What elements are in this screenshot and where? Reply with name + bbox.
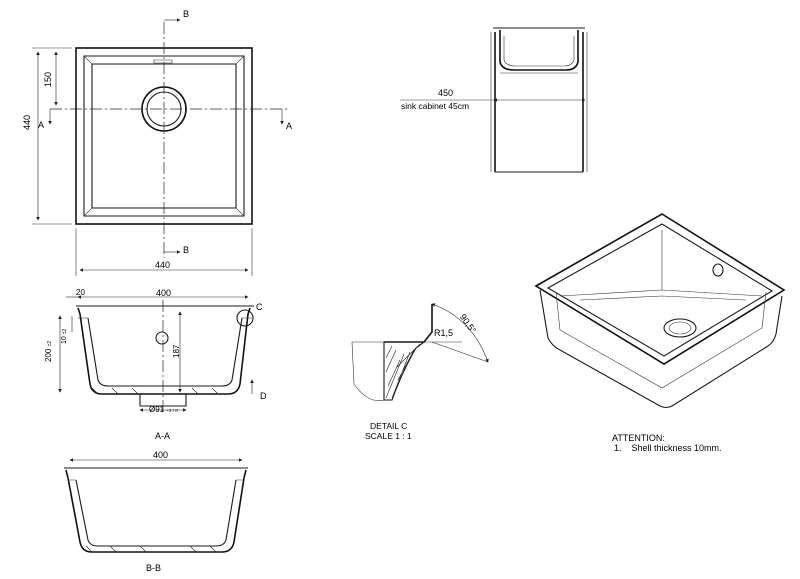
detail-c-callout-label: C bbox=[256, 302, 263, 312]
section-aa-inner-profile bbox=[87, 317, 243, 387]
iso-top-outline bbox=[534, 213, 786, 365]
section-b-label-top: B bbox=[183, 9, 190, 19]
section-aa bbox=[58, 295, 254, 412]
iso-drain-inner bbox=[668, 321, 692, 335]
top-view-corner-lines bbox=[83, 55, 245, 217]
iso-rim-inner bbox=[546, 223, 774, 357]
detail-c bbox=[351, 303, 489, 401]
section-bb-inner-profile bbox=[75, 479, 237, 547]
detail-c-angle-arc bbox=[431, 303, 489, 363]
aa-rim-thickness-text: 10 ±2 bbox=[61, 328, 68, 344]
detail-c-title: DETAIL C bbox=[370, 421, 408, 431]
cabinet-sink-profile bbox=[499, 30, 579, 71]
cabinet-note-text: sink cabinet 45cm bbox=[401, 101, 470, 111]
section-a-label-left: A bbox=[38, 120, 45, 130]
width-dimension-text: 440 bbox=[155, 260, 171, 270]
view-d-label: D bbox=[260, 391, 267, 401]
aa-height-dimension-text: 200 ±2 bbox=[44, 340, 53, 362]
aa-drain-depth-text: 187 bbox=[172, 344, 181, 358]
detail-c-scale: SCALE 1 : 1 bbox=[365, 431, 412, 441]
attention-item-1: 1. Shell thickness 10mm. bbox=[614, 443, 722, 453]
section-aa-outer-profile bbox=[77, 307, 251, 395]
detail-c-angle-text: 90,5° bbox=[457, 312, 479, 336]
attention-heading: ATTENTION: bbox=[612, 433, 665, 443]
detail-c-callout-circle bbox=[236, 309, 254, 327]
iso-overflow-hole bbox=[712, 263, 724, 277]
detail-c-radius-text: R1,5 bbox=[434, 328, 454, 338]
section-bb-outer-profile bbox=[65, 469, 247, 553]
section-aa-title: A-A bbox=[155, 431, 171, 441]
bb-width-dimension-text: 400 bbox=[153, 450, 169, 460]
isometric-view bbox=[534, 213, 786, 409]
top-view bbox=[32, 18, 290, 276]
cabinet-view bbox=[400, 27, 588, 173]
section-bb-title: B-B bbox=[146, 563, 162, 573]
overflow-hole bbox=[155, 331, 169, 345]
height-dimension-text: 440 bbox=[22, 114, 32, 130]
iso-drain-outer bbox=[663, 318, 697, 338]
aa-width-dimension-text: 400 bbox=[156, 288, 172, 298]
section-bb bbox=[64, 458, 248, 553]
cabinet-width-text: 450 bbox=[438, 88, 454, 98]
aa-rim-dimension-text: 20 bbox=[76, 288, 85, 297]
section-b-label-bottom: B bbox=[183, 245, 190, 255]
section-a-label-right: A bbox=[286, 121, 293, 131]
iso-side-profile bbox=[539, 289, 783, 409]
drain-offset-dimension-text: 150 bbox=[43, 71, 53, 87]
overflow-slot bbox=[153, 59, 173, 64]
aa-drain-diameter-text: Ø91 +2 / 0 bbox=[149, 405, 178, 414]
